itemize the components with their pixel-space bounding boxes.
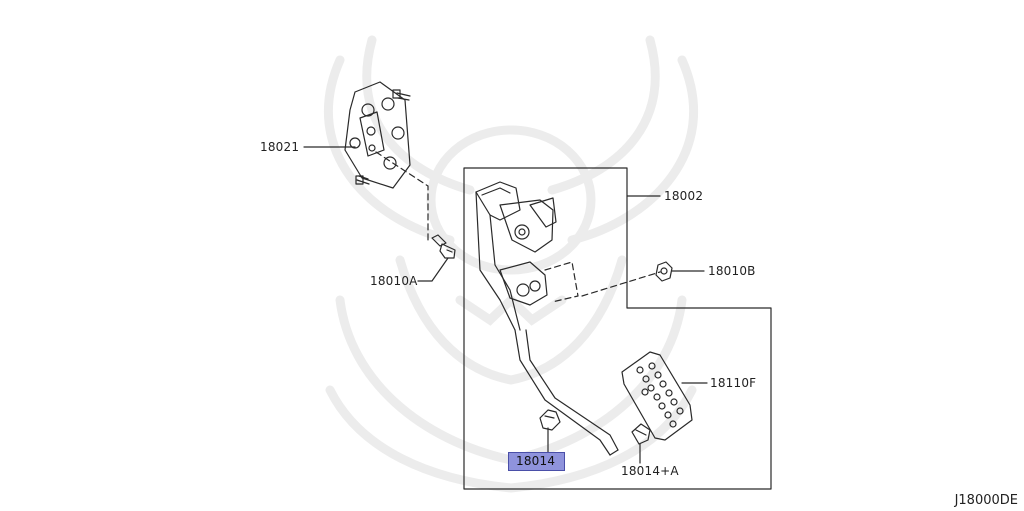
dashed-guide-b [544, 261, 579, 303]
callout-18014a[interactable]: 18014+A [621, 464, 679, 478]
callout-18110f[interactable]: 18110F [710, 376, 757, 390]
bolt-18010a [431, 234, 456, 259]
dashed-guide-a [375, 151, 429, 243]
leader-18010a [417, 257, 449, 282]
bracket-plate-18021 [344, 81, 411, 189]
callout-18014[interactable]: 18014 [508, 452, 566, 471]
nut-18010b [655, 261, 673, 282]
pedal-pad-18110f [621, 351, 693, 441]
callout-18010b[interactable]: 18010B [708, 264, 756, 278]
assembly-frame [463, 167, 772, 490]
pedal-assembly-18002 [475, 181, 651, 456]
callout-18010a[interactable]: 18010A [370, 274, 418, 288]
watermark-logo [324, 35, 698, 493]
diagram-code: J18000DE [954, 493, 1018, 508]
callout-18021[interactable]: 18021 [260, 140, 300, 154]
callout-18002[interactable]: 18002 [664, 189, 704, 203]
